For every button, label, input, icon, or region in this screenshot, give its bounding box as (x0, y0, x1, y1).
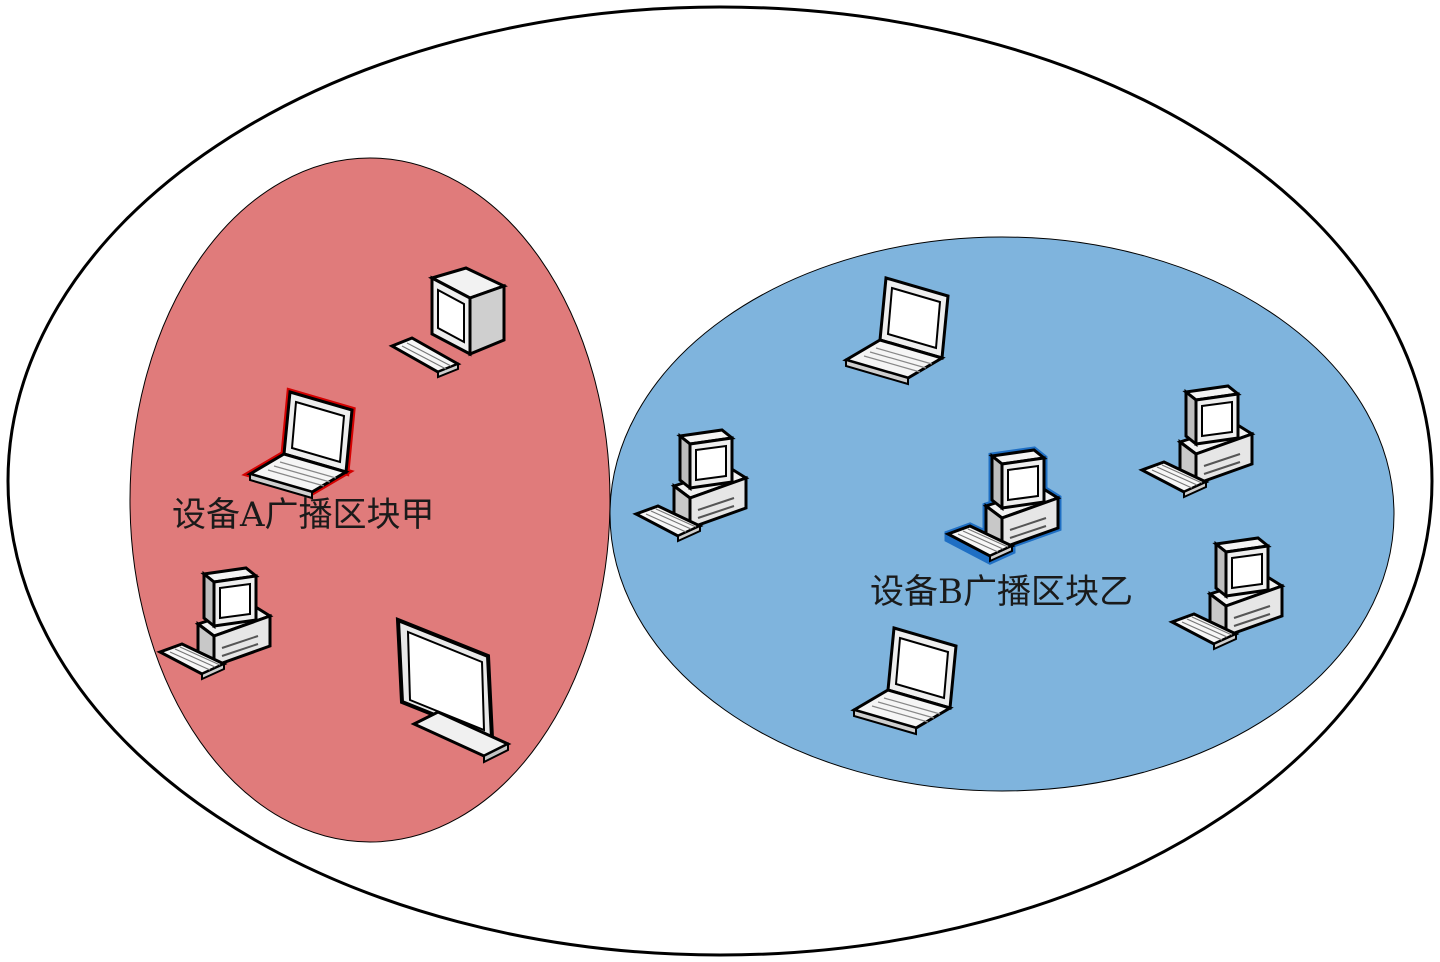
zone-a: 设备A广播区块甲 (129, 157, 611, 843)
zone-a-label: 设备A广播区块甲 (172, 495, 435, 535)
zone-b: 设备B广播区块乙 (609, 236, 1395, 792)
desktop-computer-icon[interactable] (944, 446, 1062, 565)
laptop-icon[interactable] (241, 387, 356, 500)
zone-b-label: 设备B广播区块乙 (870, 572, 1133, 612)
